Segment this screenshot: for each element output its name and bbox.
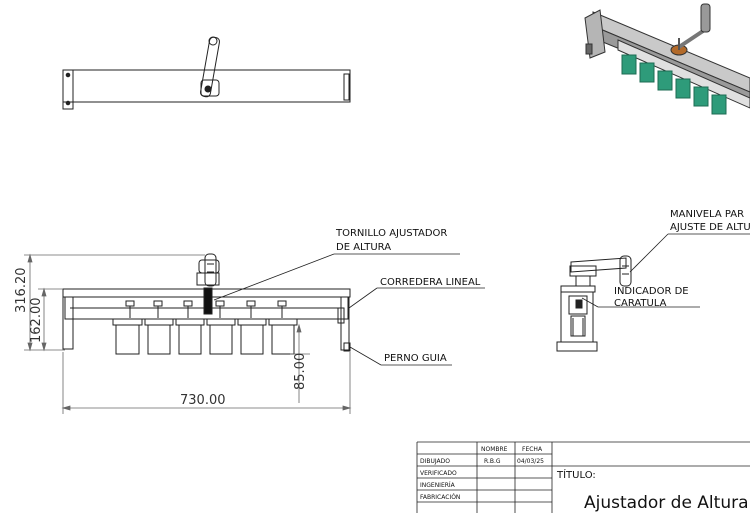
- tb-row-nombre: R.B.G: [484, 458, 501, 465]
- front-dimensions: [24, 253, 352, 414]
- isometric-view: [584, 3, 750, 115]
- tb-row-label: DIBUJADO: [420, 458, 450, 465]
- tb-row-fecha: 04/03/25: [517, 458, 544, 465]
- side-view: [556, 255, 632, 352]
- tb-row-label: INGENIERÍA: [420, 482, 456, 489]
- tb-row-label: FABRICACIÓN: [420, 494, 460, 501]
- dim-width: 730.00: [180, 393, 226, 408]
- front-left-support: [62, 296, 74, 350]
- callout-indicador-1: INDICADOR DE: [614, 286, 689, 297]
- side-callout-lines: [581, 233, 750, 308]
- callout-perno: PERNO GUIA: [384, 353, 447, 364]
- iso-green-blocks: [621, 54, 727, 115]
- dim-bottom-height: 85.00: [293, 353, 308, 390]
- callout-tornillo-2: DE ALTURA: [336, 242, 391, 253]
- tb-col-fecha: FECHA: [522, 446, 543, 453]
- callout-manivela-2: AJUSTE DE ALTU: [670, 222, 750, 233]
- callout-manivela-1: MANIVELA PAR: [670, 209, 744, 220]
- tb-titulo: Ajustador de Altura: [584, 493, 749, 513]
- front-screws: [125, 300, 287, 318]
- callout-tornillo-1: TORNILLO AJUSTADOR: [335, 228, 447, 239]
- front-blocks: [112, 318, 298, 355]
- top-view: [62, 36, 351, 110]
- iso-handle: [700, 3, 711, 33]
- tornillo-ajustador: [203, 287, 213, 315]
- callout-corredera: CORREDERA LINEAL: [380, 277, 481, 288]
- dim-rail-height: 162.00: [29, 298, 44, 344]
- title-block: [416, 441, 750, 513]
- tb-titulo-label: TÍTULO:: [556, 468, 596, 481]
- tb-row-label: VERIFICADO: [420, 470, 457, 477]
- front-callout-lines: [213, 253, 485, 366]
- top-view-end-plate: [62, 69, 74, 110]
- tb-col-nombre: NOMBRE: [481, 446, 508, 453]
- dim-total-height: 316.20: [14, 268, 29, 314]
- front-crank-handle: [204, 253, 217, 287]
- front-view: [62, 253, 351, 355]
- callout-indicador-2: CARATULA: [614, 298, 667, 309]
